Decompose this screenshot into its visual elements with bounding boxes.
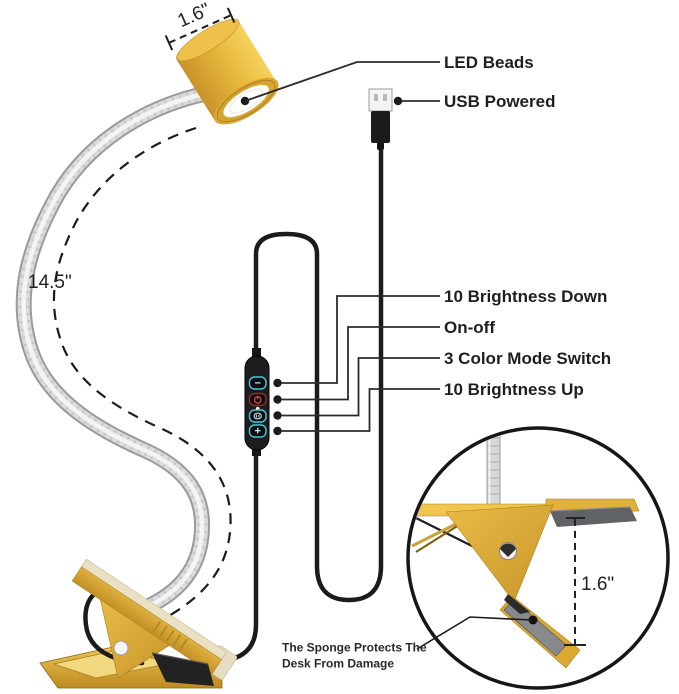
- brightness-up-button: +: [248, 424, 267, 438]
- clamp-sponge-pad: [152, 653, 214, 686]
- led-leader: [244, 61, 440, 102]
- button-callout-leaders: [273, 295, 440, 436]
- callout-on-off: On-off: [444, 318, 495, 337]
- plus-glyph: +: [254, 426, 260, 438]
- callout-usb-powered: USB Powered: [444, 92, 555, 111]
- head-diameter-label: 1.6": [175, 0, 214, 32]
- clamp: [39, 446, 259, 689]
- callout-led-beads: LED Beads: [444, 53, 534, 72]
- power-cable: [253, 145, 384, 603]
- clamp-pivot: [113, 640, 129, 656]
- callout-brightness-down: 10 Brightness Down: [444, 287, 607, 306]
- lamp-head: [176, 18, 279, 125]
- gooseneck-length-guide: [52, 126, 232, 623]
- sponge-leader: [416, 616, 533, 650]
- gooseneck-length-label: 14.5": [28, 272, 72, 293]
- callout-brightness-up: 10 Brightness Up: [444, 380, 584, 399]
- color-mode-icon: [253, 412, 262, 420]
- usb-plug: [368, 88, 393, 150]
- inset-jaw-gap: [504, 594, 530, 614]
- remote-lower-cable: [203, 446, 259, 670]
- power-icon: [253, 395, 262, 404]
- clamp-opening-measure: 1.6": [564, 517, 614, 646]
- minus-glyph: −: [254, 378, 260, 390]
- brightness-down-button: −: [248, 376, 267, 390]
- color-mode-button: [248, 409, 267, 423]
- sponge-leader-dot: [528, 615, 538, 625]
- inset-top-sponge: [550, 507, 637, 527]
- power-button: [248, 392, 267, 407]
- remote-control: − +: [244, 348, 270, 456]
- footnote-line1: The Sponge Protects The: [282, 641, 427, 655]
- callout-color-mode: 3 Color Mode Switch: [444, 349, 611, 368]
- usb-leader-dot: [393, 96, 403, 106]
- gooseneck: [15, 86, 210, 618]
- inset-bottom-sponge: [503, 599, 567, 657]
- clamp-inset: 1.6": [406, 426, 670, 690]
- inset-gooseneck-stub: [486, 430, 501, 508]
- clamp-upper-jaw: [71, 558, 238, 680]
- clamp-opening-label: 1.6": [581, 574, 614, 595]
- footnote-line2: Desk From Damage: [282, 657, 394, 671]
